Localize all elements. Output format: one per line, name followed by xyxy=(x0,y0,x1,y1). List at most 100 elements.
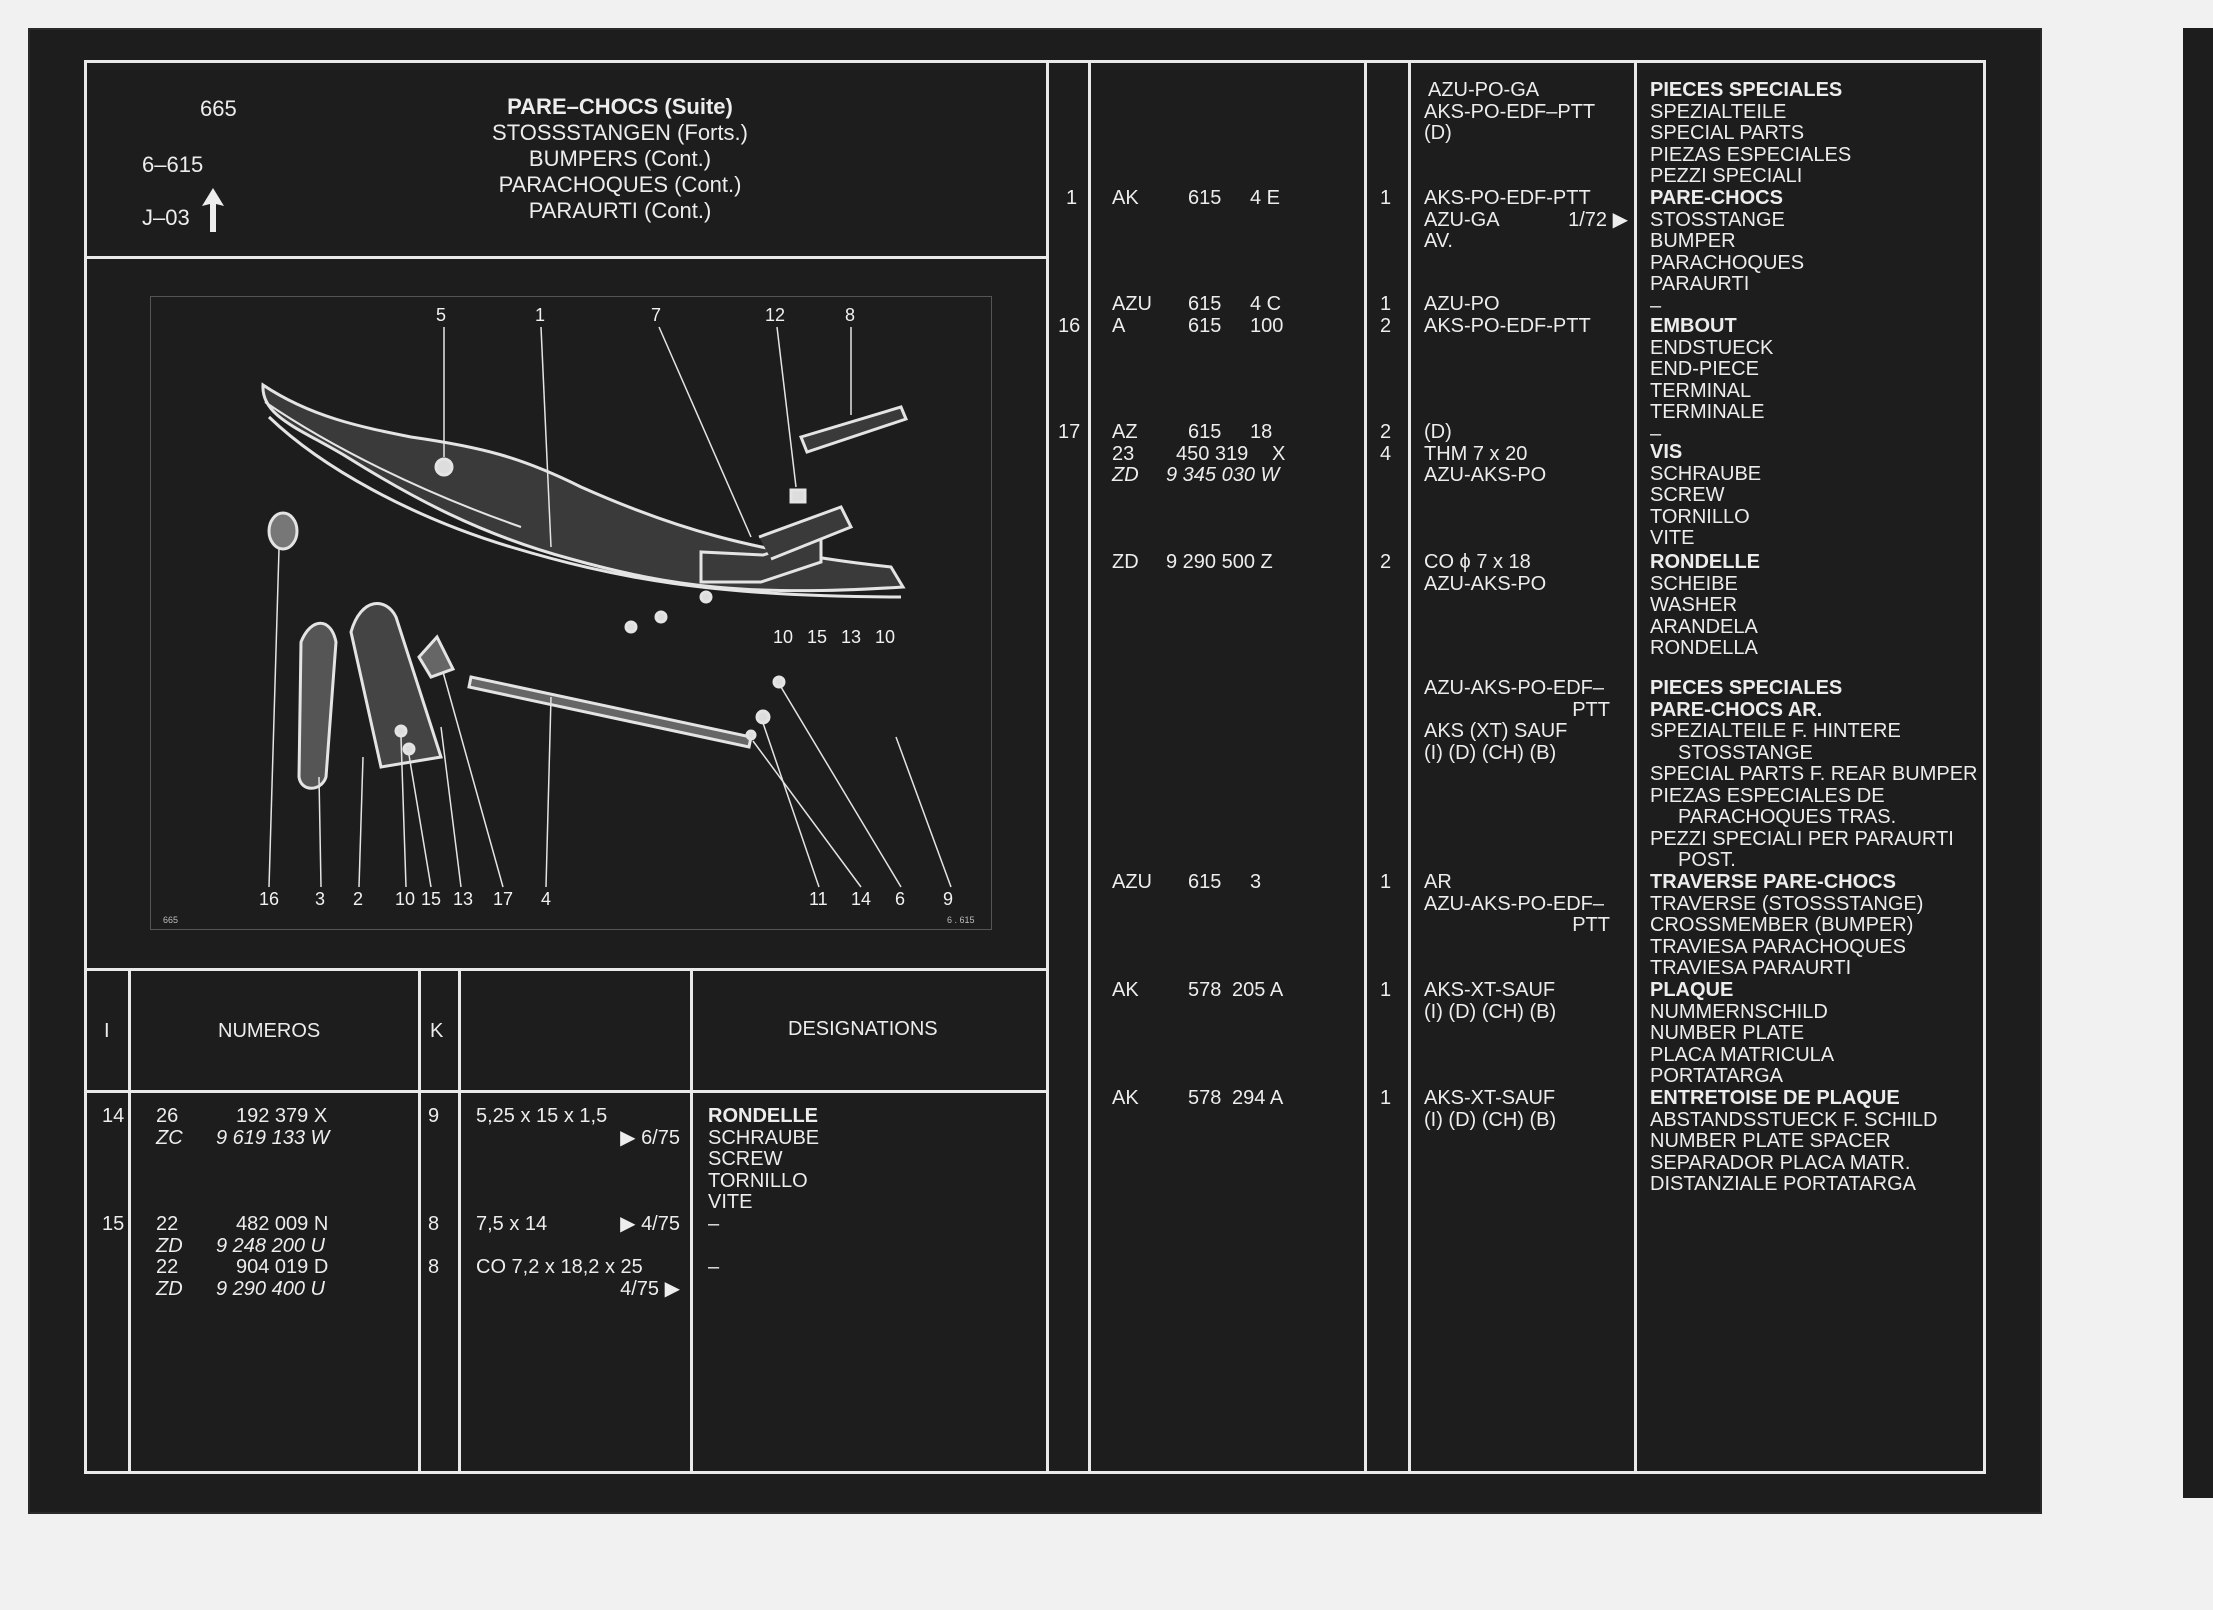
row-index: 15 xyxy=(102,1213,125,1235)
title-es: PARACHOQUES (Cont.) xyxy=(498,172,742,197)
designation-line: END-PIECE xyxy=(1650,358,1759,380)
designation-line: PARACHOQUES xyxy=(1650,251,1805,274)
number-prefix: 26 xyxy=(156,1105,179,1127)
designation-line: SCREW xyxy=(1650,484,1725,506)
qty-value: 2 xyxy=(1380,421,1392,443)
qty-cell: 1 xyxy=(1380,187,1392,210)
right-row-index: 16 xyxy=(1058,315,1081,338)
part-number: 9 619 133 W xyxy=(216,1126,330,1149)
part-number: 578 xyxy=(1188,979,1222,1001)
number-prefix: 22 xyxy=(156,1256,179,1278)
app-line: AKS-PO-EDF–PTT xyxy=(1424,100,1596,123)
app-line: AKS-PO-EDF-PTT xyxy=(1424,187,1591,209)
designation-line: TERMINALE xyxy=(1650,401,1765,423)
qty-cell: 1 xyxy=(1380,871,1392,894)
part-16 xyxy=(267,511,299,551)
row-designation: – – xyxy=(708,1213,720,1279)
col-spec-divider xyxy=(690,968,693,1474)
part-suffix: 18 xyxy=(1250,421,1273,443)
number-prefix: 22 xyxy=(156,1213,179,1235)
number-prefix: ZC xyxy=(156,1126,183,1149)
row-index: 17 xyxy=(1058,421,1081,443)
part-suffix: 4 E xyxy=(1250,187,1281,209)
callout-13b: 13 xyxy=(453,889,474,909)
designation-title: PIECES SPECIALES xyxy=(1650,677,1843,699)
strip-4 xyxy=(467,675,753,749)
designation-line: BUMPER xyxy=(1650,230,1736,252)
callout-15a: 15 xyxy=(807,627,828,647)
bumper-body xyxy=(261,382,906,593)
app-cell: AZU-PO AKS-PO-EDF-PTT xyxy=(1424,293,1591,337)
designation-line: DISTANZIALE PORTATARGA xyxy=(1650,1173,1916,1195)
designation-line: STOSSTANGE xyxy=(1650,208,1785,231)
qty-cell: 1 xyxy=(1380,979,1391,1002)
designation-cell: PARE-CHOCS STOSSTANGE BUMPER PARACHOQUES… xyxy=(1650,187,1805,317)
part-number: 578 xyxy=(1188,1087,1222,1109)
part-number: 9 290 500 Z xyxy=(1166,551,1273,573)
spec-note: ▶ 4/75 xyxy=(620,1213,680,1235)
qty-cell: 2 4 xyxy=(1380,421,1392,465)
designation-line: – xyxy=(1650,422,1662,445)
designation-line: SPEZIALTEILE xyxy=(1650,100,1787,123)
qty-cell: 1 2 xyxy=(1380,293,1392,337)
designation-title: – xyxy=(708,1256,720,1278)
app-line: (I) (D) (CH) (B) xyxy=(1424,1108,1557,1131)
callout-8: 8 xyxy=(845,305,856,325)
row-index: 16 xyxy=(1058,315,1081,337)
app-line: PTT xyxy=(1572,698,1610,721)
left-column-divider xyxy=(1046,60,1049,1474)
callout-1: 1 xyxy=(535,305,546,325)
designation-line: RONDELLA xyxy=(1650,637,1758,659)
app-cell: AKS-XT-SAUF (I) (D) (CH) (B) xyxy=(1424,1087,1557,1131)
number-prefix: AK xyxy=(1112,979,1139,1001)
app-line: (I) (D) (CH) (B) xyxy=(1424,1000,1557,1023)
designation-line: STOSSTANGE xyxy=(1678,741,1813,764)
number-prefix: ZD xyxy=(1112,551,1139,573)
app-line: AKS-XT-SAUF xyxy=(1424,1087,1556,1109)
app-line: AZU-AKS-PO-EDF– xyxy=(1424,677,1605,699)
designation-cell: ENTRETOISE DE PLAQUE ABSTANDSSTUECK F. S… xyxy=(1650,1087,1937,1196)
designation-line: VITE xyxy=(1650,527,1695,549)
right-col-numbers-divider xyxy=(1364,60,1367,1474)
qty-value: 1 xyxy=(1380,1087,1392,1109)
spec-text: 7,5 x 14 xyxy=(476,1213,548,1235)
designation-line: PEZZI SPECIALI PER PARAURTI xyxy=(1650,827,1954,850)
designation-line: SPECIAL PARTS F. REAR BUMPER xyxy=(1650,763,1978,785)
part-number: 9 345 030 W xyxy=(1166,464,1280,486)
designation-cell: EMBOUT ENDSTUECK END-PIECE TERMINAL TERM… xyxy=(1650,315,1773,445)
qty-value: 2 xyxy=(1380,314,1392,337)
title-en: BUMPERS (Cont.) xyxy=(528,146,712,171)
designation-title: ENTRETOISE DE PLAQUE xyxy=(1650,1087,1900,1109)
app-line: THM 7 x 20 xyxy=(1424,442,1528,465)
k-value: 9 xyxy=(428,1105,440,1127)
number-prefix: AK xyxy=(1112,187,1139,209)
right-row-index: 1 xyxy=(1066,187,1077,210)
qty-value: 2 xyxy=(1380,551,1392,573)
callout-7: 7 xyxy=(651,305,662,325)
app-cell: AZU-AKS-PO-EDF– PTT AKS (XT) SAUF (I) (D… xyxy=(1424,677,1610,764)
header-titles: PARE–CHOCS (Suite) STOSSSTANGEN (Forts.)… xyxy=(420,94,820,224)
number-prefix: A xyxy=(1112,314,1126,337)
qty-value: 1 xyxy=(1380,187,1392,209)
designation-cell: VIS SCHRAUBE SCREW TORNILLO VITE xyxy=(1650,441,1761,550)
designation-cell: PIECES SPECIALES PARE-CHOCS AR. SPEZIALT… xyxy=(1650,677,1978,872)
col-index-divider xyxy=(128,968,131,1474)
callout-15b: 15 xyxy=(421,889,442,909)
k-value: 8 xyxy=(428,1256,440,1278)
part-number: 482 009 N xyxy=(236,1213,329,1235)
title-de: STOSSSTANGEN (Forts.) xyxy=(492,120,748,145)
designation-line: TRAVERSE (STOSSSTANGE) xyxy=(1650,892,1924,915)
designation-line: NUMBER PLATE xyxy=(1650,1022,1805,1044)
callout-13a: 13 xyxy=(841,627,862,647)
diagram-divider xyxy=(84,968,1048,971)
right-row-index: 17 xyxy=(1058,421,1081,444)
qty-value: 1 xyxy=(1380,871,1392,893)
right-col-app-divider xyxy=(1634,60,1637,1474)
number-prefix: AZ xyxy=(1112,421,1138,443)
part-suffix: 205 A xyxy=(1232,979,1284,1001)
